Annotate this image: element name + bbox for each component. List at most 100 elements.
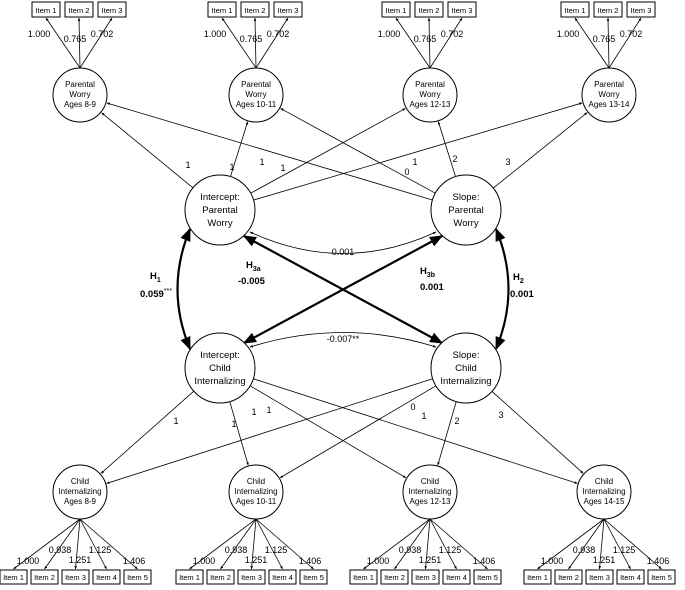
- svg-text:Child: Child: [455, 363, 477, 374]
- h3a-label: H3a -0.005: [238, 260, 266, 287]
- child-factor-circle: [576, 464, 632, 520]
- child-loading-value: 1.251: [69, 555, 92, 565]
- intercept-child-path: [100, 390, 195, 474]
- child-loading-value: 1.406: [473, 556, 496, 566]
- child-item-box: [268, 569, 297, 585]
- child-factor-label: Ages 14-15: [584, 497, 625, 506]
- h1-label: H1 0.059***: [140, 271, 172, 300]
- worry-item-box: [64, 1, 94, 18]
- worry-item-label: Item 3: [278, 6, 299, 15]
- worry-item-label: Item 1: [212, 6, 233, 15]
- worry-item-label: Item 3: [631, 6, 652, 15]
- child-loading-value: 1.251: [419, 555, 442, 565]
- child-loading-value: 0.938: [573, 545, 596, 555]
- worry-factor-label: Worry: [245, 90, 266, 99]
- child-loading-arrow: [220, 518, 257, 570]
- worry-item-box: [560, 1, 590, 18]
- slope-child-coef: 3: [498, 410, 503, 420]
- svg-text:0.001: 0.001: [510, 289, 534, 300]
- child-loading-arrow: [598, 518, 605, 570]
- svg-text:Slope:: Slope:: [453, 350, 480, 361]
- worry-item-box: [97, 1, 127, 18]
- child-factor-label: Child: [421, 477, 439, 486]
- slope-child-coef: 0: [410, 402, 415, 412]
- child-item-box: [473, 569, 502, 585]
- child-item-box: [616, 569, 645, 585]
- intercept-worry-node: Intercept: Parental Worry: [184, 174, 256, 246]
- child-item-box: [61, 569, 90, 585]
- worry-loading-arrow: [608, 17, 642, 69]
- child-loading-arrow: [74, 518, 81, 570]
- child-item-label: Item 5: [303, 573, 324, 582]
- child-loading-value: 1.125: [265, 545, 288, 555]
- child-factor-label: Ages 8-9: [64, 497, 97, 506]
- worry-item-label: Item 1: [386, 6, 407, 15]
- intercept-child-path: [229, 401, 249, 466]
- child-loading-arrow: [79, 518, 107, 570]
- child-item-box: [585, 569, 614, 585]
- svg-text:Internalizing: Internalizing: [440, 376, 491, 387]
- worry-factor-label: Parental: [415, 80, 445, 89]
- worry-factor-label: Parental: [65, 80, 95, 89]
- child-loading-value: 0.938: [225, 545, 248, 555]
- worry-item-box: [414, 1, 444, 18]
- child-loading-arrow: [424, 518, 431, 570]
- child-item-box: [30, 569, 59, 585]
- slope-worry-path: [437, 121, 456, 177]
- child-factor-label: Child: [595, 477, 613, 486]
- child-item-box: [0, 569, 28, 585]
- worry-item-label: Item 3: [452, 6, 473, 15]
- worry-loading-value: 0.702: [441, 29, 464, 39]
- worry-item-label: Item 2: [245, 6, 266, 15]
- child-item-box: [554, 569, 583, 585]
- child-item-label: Item 5: [477, 573, 498, 582]
- worry-item-label: Item 2: [598, 6, 619, 15]
- worry-factor-label: Ages 10-11: [236, 100, 277, 109]
- worry-loading-value: 1.000: [204, 29, 227, 39]
- worry-item-label: Item 1: [565, 6, 586, 15]
- slope-worry-coef: 2: [452, 154, 457, 164]
- child-item-label: Item 2: [558, 573, 579, 582]
- child-item-box: [92, 569, 121, 585]
- child-loading-value: 1.406: [647, 556, 670, 566]
- svg-text:0.059***: 0.059***: [140, 288, 172, 300]
- worry-loading-value: 0.765: [414, 34, 437, 44]
- child-loading-value: 1.000: [541, 556, 564, 566]
- child-item-box: [349, 569, 378, 585]
- intercept-child-coef: 1: [231, 419, 236, 429]
- child-loading-arrow: [394, 518, 431, 570]
- svg-text:H3b: H3b: [420, 266, 435, 279]
- child-loading-arrow: [13, 518, 81, 570]
- child-loading-value: 1.125: [613, 545, 636, 555]
- worry-loading-value: 1.000: [28, 29, 51, 39]
- covariance-child-label: -0.007**: [327, 334, 360, 344]
- svg-text:Intercept:: Intercept:: [200, 350, 240, 361]
- slope-child-path: [491, 391, 584, 474]
- child-item-label: Item 3: [65, 573, 86, 582]
- intercept-worry-path: [101, 112, 194, 189]
- child-item-box: [175, 569, 204, 585]
- child-loading-arrow: [44, 518, 81, 570]
- child-item-box: [411, 569, 440, 585]
- intercept-worry-path: [250, 108, 406, 194]
- child-item-label: Item 4: [272, 573, 293, 582]
- worry-loading-arrow: [255, 17, 289, 69]
- worry-item-box: [381, 1, 411, 18]
- h3b-path: [242, 235, 444, 344]
- slope-worry-node: Slope: Parental Worry: [430, 174, 502, 246]
- worry-factor-circle: [402, 67, 458, 123]
- worry-item-label: Item 2: [419, 6, 440, 15]
- worry-factor-label: Ages 8-9: [64, 100, 97, 109]
- child-loading-value: 0.938: [49, 545, 72, 555]
- child-item-label: Item 1: [527, 573, 548, 582]
- worry-factor-circle: [581, 67, 637, 123]
- intercept-worry-coef: 1: [280, 163, 285, 173]
- worry-loading-value: 1.000: [378, 29, 401, 39]
- worry-loading-value: 0.702: [267, 29, 290, 39]
- worry-item-box: [626, 1, 656, 18]
